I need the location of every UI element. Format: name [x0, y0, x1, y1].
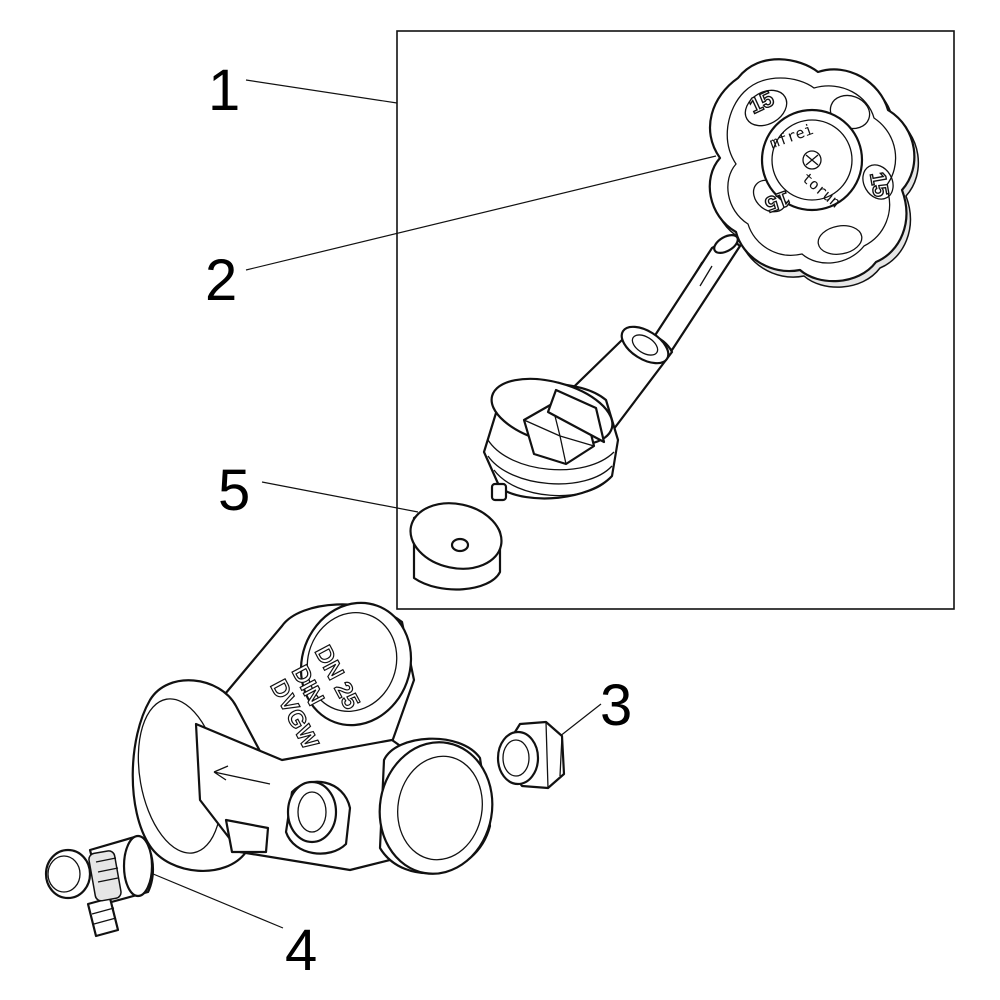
leader-line-2: [245, 155, 717, 271]
assembly-box: [396, 30, 955, 610]
valve-stem-bonnet: [482, 234, 742, 502]
washer: [409, 502, 503, 591]
callout-4: 4: [285, 918, 317, 983]
handwheel: mfrei torun 15 15 15: [708, 58, 919, 288]
drain-valve: [44, 834, 155, 938]
callout-1: 1: [208, 58, 240, 123]
callout-2: 2: [205, 248, 237, 313]
leader-line-4: [145, 870, 284, 929]
callout-5: 5: [218, 458, 250, 523]
leader-line-1: [245, 79, 398, 104]
leader-line-5: [261, 481, 419, 513]
size-mark-right: 15: [865, 170, 894, 198]
plug: [496, 720, 566, 790]
callout-3: 3: [600, 673, 632, 738]
valve-body: DN 25 DIN DVGW: [131, 601, 494, 875]
